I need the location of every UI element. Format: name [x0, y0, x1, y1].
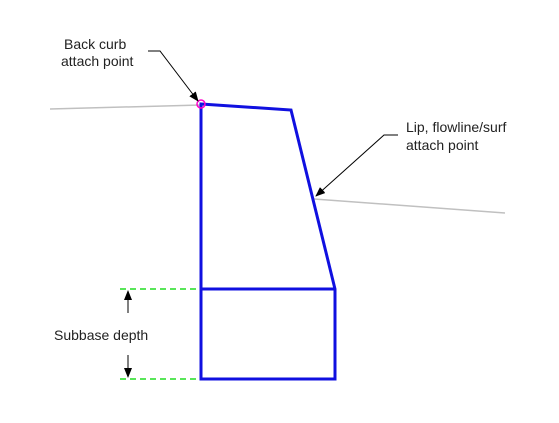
subbase-depth-label: Subbase depth — [54, 327, 148, 343]
lip-label-line1: Lip, flowline/surf — [406, 119, 506, 135]
curb-outline — [199, 102, 337, 381]
front-ground-line — [313, 198, 506, 214]
back-curb-label-line2: attach point — [61, 53, 133, 69]
back-curb-label-line1: Back curb — [64, 36, 126, 52]
back-curb-attach-marker — [196, 99, 206, 109]
back-curb-leader — [148, 50, 199, 102]
lip-leader — [315, 134, 398, 197]
lip-label-line2: attach point — [406, 137, 478, 153]
back-ground-line — [49, 104, 202, 110]
